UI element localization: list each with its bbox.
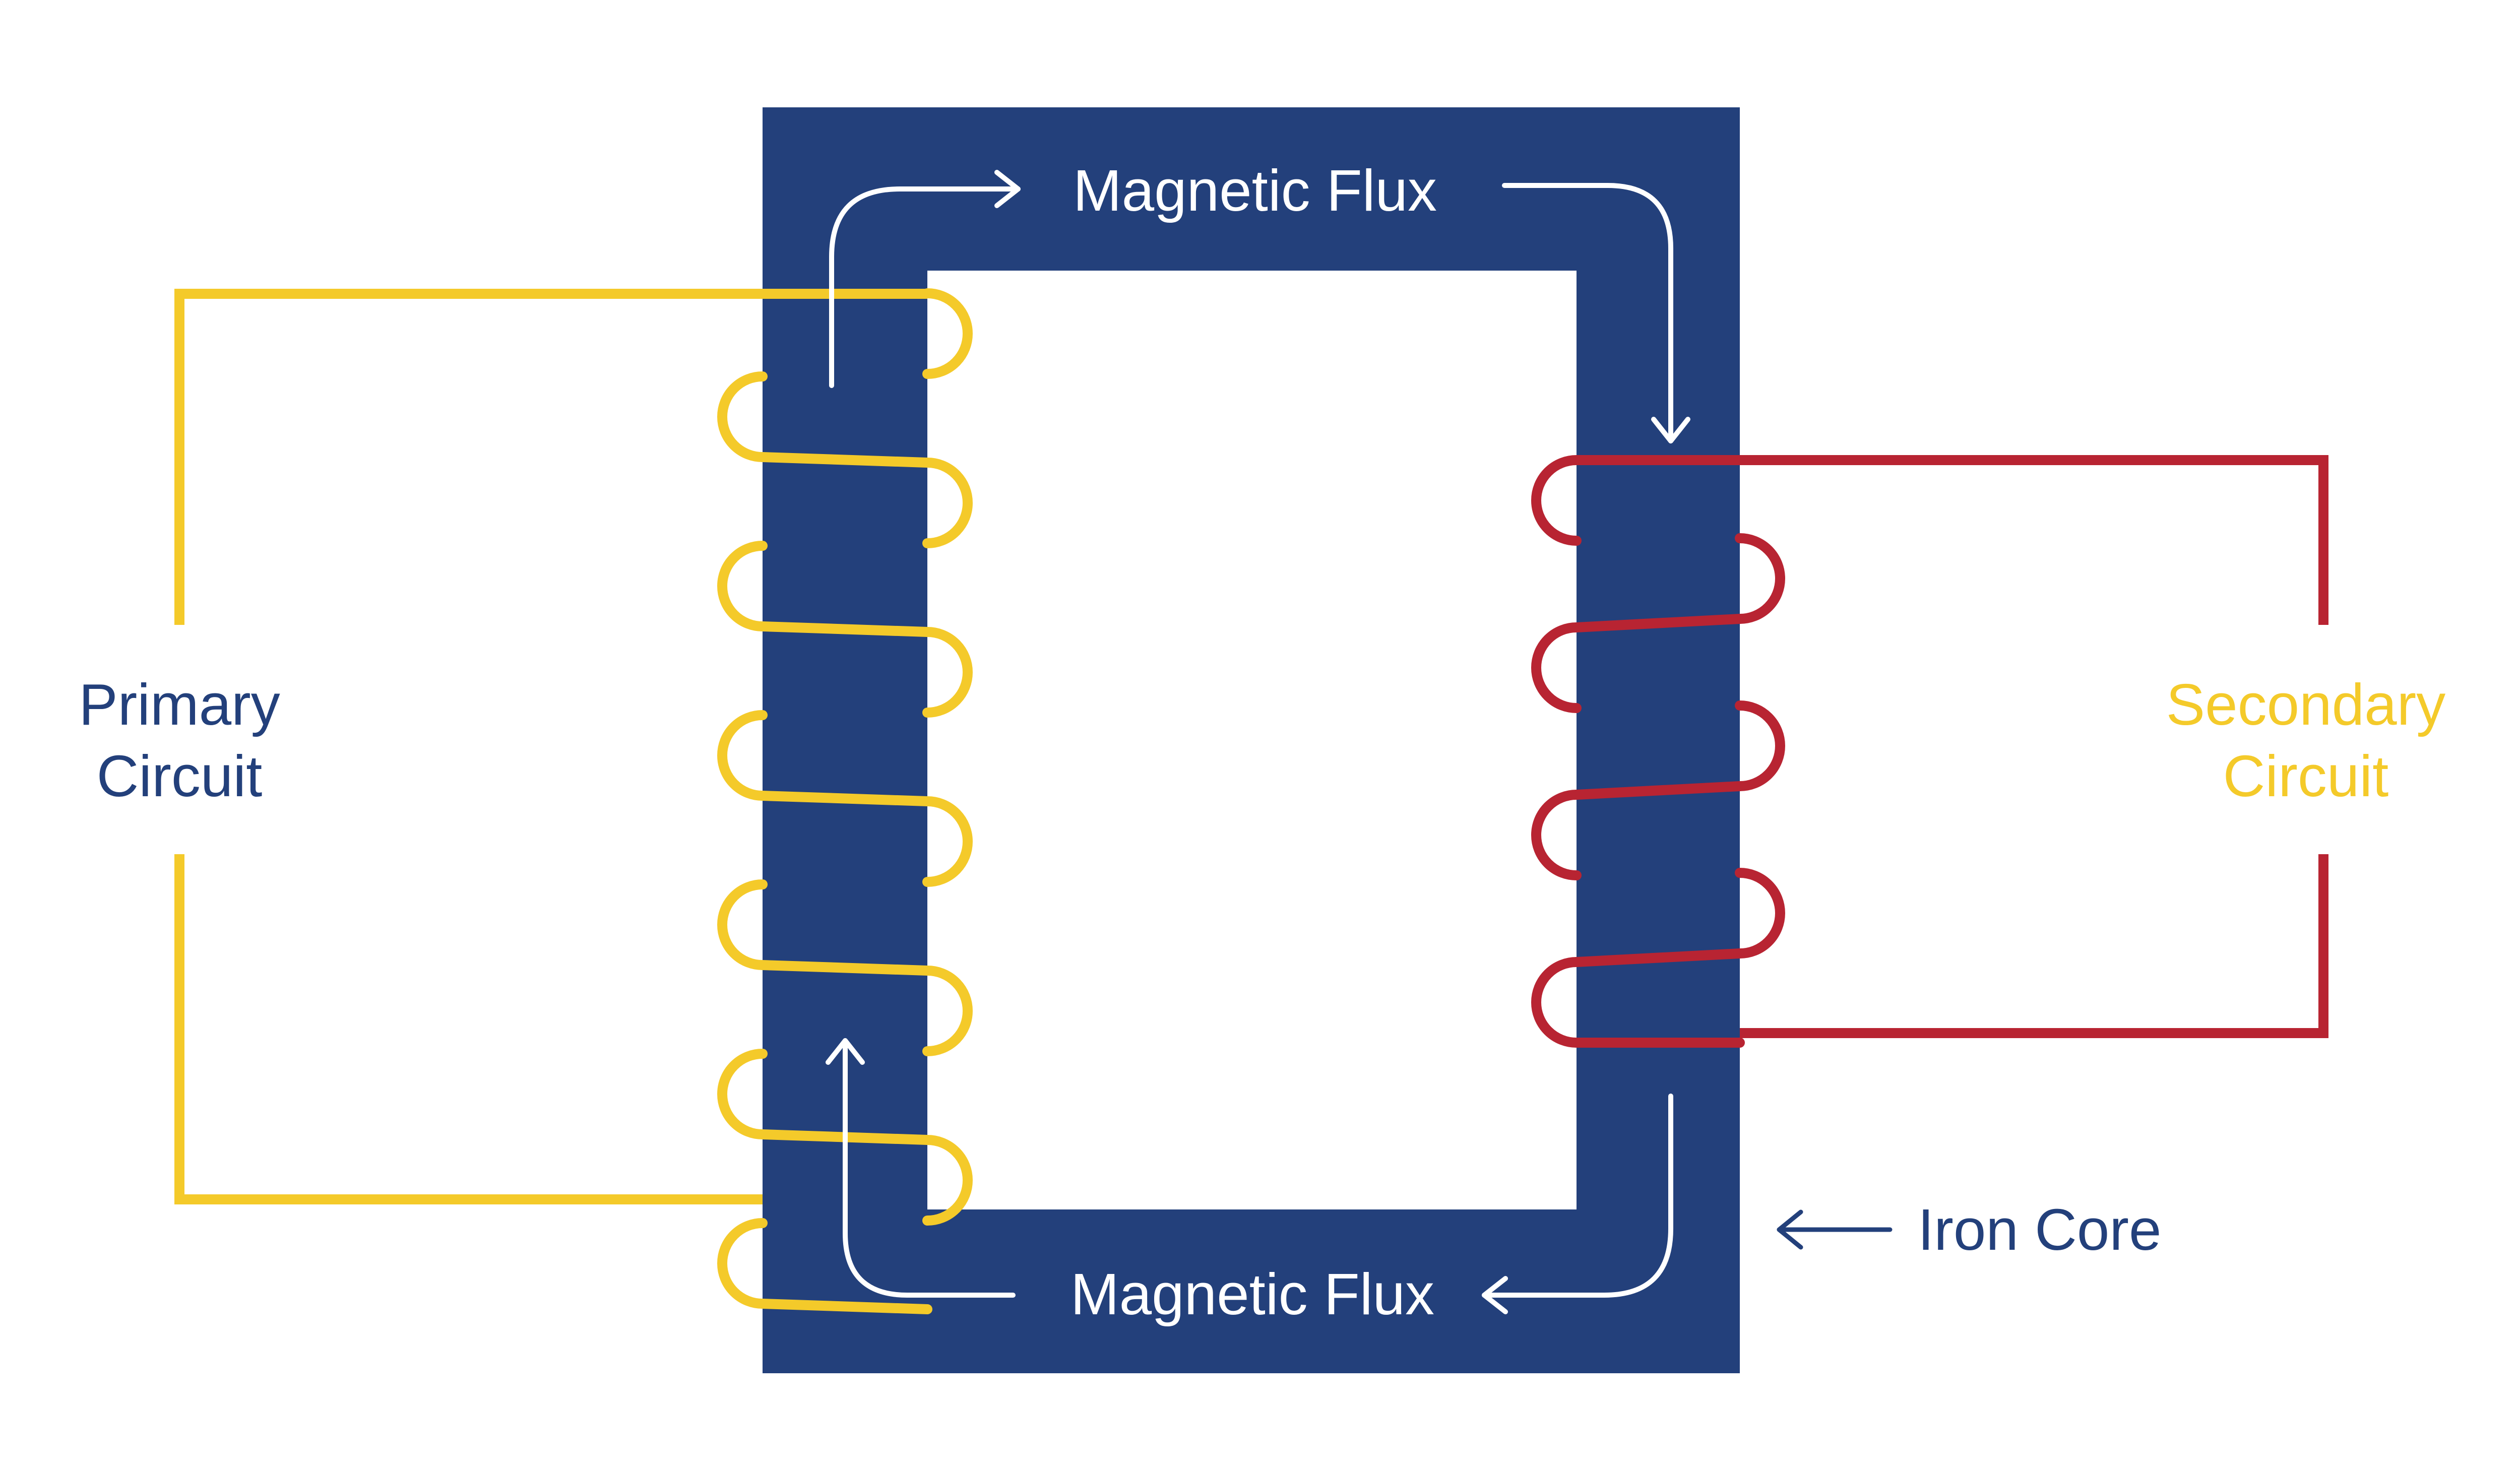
primary-circuit-label-line1: Primary: [79, 672, 280, 737]
primary-coil-left-loop: [717, 541, 768, 631]
flux-label-bottom: Magnetic Flux: [1070, 1261, 1434, 1327]
secondary-coil-turn: [1571, 948, 1745, 967]
arrow-left-icon-head: [1777, 1209, 1803, 1250]
secondary-coil-left-loop: [1531, 455, 1582, 546]
primary-coil-left-loop: [717, 710, 768, 801]
primary-circuit-wire-top: [174, 289, 927, 625]
primary-coil-turn: [758, 960, 932, 976]
primary-coil: [717, 288, 973, 1314]
primary-coil-right-loop: [922, 966, 973, 1056]
iron-core-label: Iron Core: [1918, 1197, 2162, 1262]
secondary-coil-turn: [1571, 614, 1745, 632]
primary-coil-left-loop: [717, 1049, 768, 1139]
secondary-coil-left-loop: [1531, 790, 1582, 880]
secondary-circuit-wire-bottom: [1740, 854, 2328, 1038]
flux-path: [826, 170, 1690, 1314]
primary-coil-right-loop: [922, 458, 973, 548]
primary-coil-right-loop: [922, 627, 973, 718]
primary-coil-left-loop: [717, 371, 768, 462]
secondary-coil: [1531, 455, 1785, 1048]
flux-arrow-bottom-right: [1482, 1094, 1673, 1298]
secondary-coil-left-loop: [1531, 622, 1582, 713]
primary-coil-turn: [758, 452, 932, 468]
primary-circuit-label-line2: Circuit: [97, 743, 263, 809]
primary-coil-left-loop: [717, 879, 768, 970]
flux-arrow-top-right-head: [1651, 417, 1690, 443]
flux-label-top: Magnetic Flux: [1073, 158, 1437, 223]
primary-circuit-wire-bottom: [174, 854, 763, 1204]
secondary-circuit-wire-top: [1577, 455, 2328, 625]
secondary-coil-turn: [1571, 781, 1745, 800]
flux-arrow-top-left-head: [994, 170, 1021, 208]
secondary-coil-left-loop: [1531, 957, 1582, 1048]
flux-arrow-top-left: [829, 186, 1021, 388]
flux-arrow-bottom-right-head: [1482, 1276, 1508, 1314]
primary-coil-left-loop: [717, 1218, 768, 1309]
flux-arrow-bottom-left-head: [826, 1038, 865, 1065]
iron-core: [763, 107, 1740, 1373]
primary-coil-turn: [758, 791, 932, 806]
primary-coil-right-loop: [922, 1135, 973, 1226]
secondary-coil-right-loop: [1735, 533, 1785, 624]
primary-coil-turn: [758, 621, 932, 637]
secondary-coil-right-loop: [1735, 868, 1785, 958]
secondary-coil-right-loop: [1735, 700, 1785, 791]
primary-coil-right-loop: [922, 796, 973, 887]
primary-coil-right-loop: [922, 288, 973, 379]
primary-coil-turn: [758, 1299, 932, 1314]
secondary-circuit-label-line1: Secondary: [2166, 672, 2446, 737]
secondary-circuit-label-line2: Circuit: [2223, 743, 2389, 809]
flux-arrow-top-right: [1502, 183, 1673, 443]
flux-arrow-bottom-left: [843, 1038, 1016, 1298]
iron-core-pointer: [1777, 1209, 1893, 1250]
